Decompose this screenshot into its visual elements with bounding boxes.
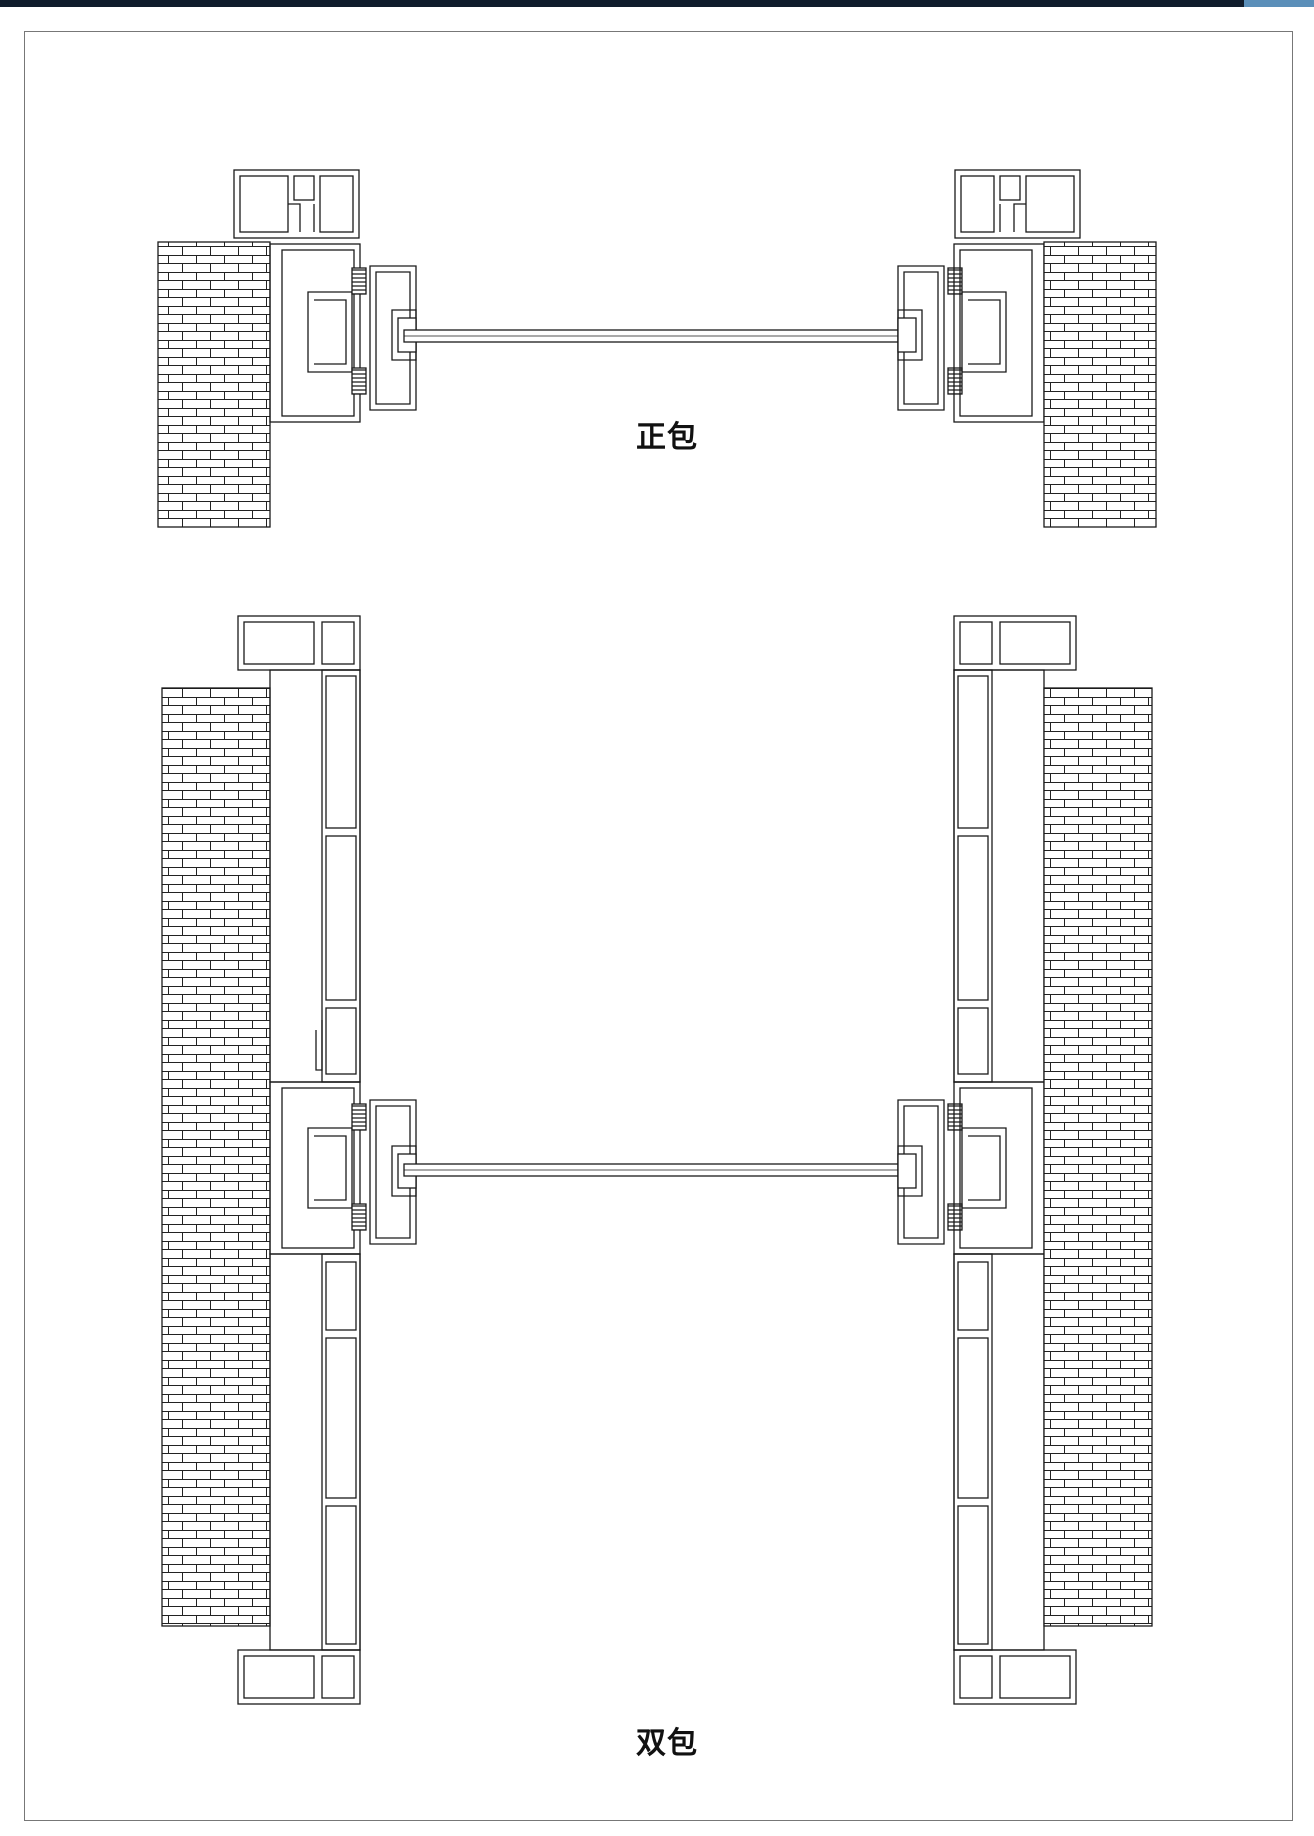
right-brick-wall-top	[1043, 241, 1157, 528]
right-bottom-cover	[953, 1649, 1077, 1705]
right-sash-top	[897, 265, 945, 411]
right-brick-wall-bottom	[1043, 687, 1153, 1627]
right-brush-lower-bottom	[947, 1203, 963, 1231]
left-bottom-cover	[237, 1649, 361, 1705]
left-brush-lower-bottom	[351, 1203, 367, 1231]
left-frame-cover-top	[233, 169, 360, 239]
right-lower-trim	[953, 1253, 1045, 1651]
left-lower-trim	[269, 1253, 361, 1651]
left-brick-wall-top	[157, 241, 271, 528]
left-main-frame-top	[269, 243, 361, 423]
double-wrap-label: 双包	[636, 1726, 698, 1761]
left-upper-trim	[269, 669, 361, 1083]
left-brush-upper-bottom	[351, 1103, 367, 1131]
right-brush-lower-top	[947, 367, 963, 395]
header-accent	[1244, 0, 1314, 7]
single-wrap-label: 正包	[636, 420, 698, 455]
header-bar	[0, 0, 1314, 7]
right-main-frame-bottom	[953, 1081, 1045, 1255]
left-brush-lower-top	[351, 367, 367, 395]
right-brush-upper-bottom	[947, 1103, 963, 1131]
left-sash-top	[369, 265, 417, 411]
left-brick-wall-bottom	[161, 687, 271, 1627]
page-border	[24, 31, 1293, 1821]
right-frame-cover-top	[954, 169, 1081, 239]
right-brush-upper-top	[947, 267, 963, 295]
left-sash-bottom	[369, 1099, 417, 1245]
left-top-cover	[237, 615, 361, 671]
right-upper-trim	[953, 669, 1045, 1083]
double-wrap-detail	[161, 615, 1153, 1705]
right-top-cover	[953, 615, 1077, 671]
right-main-frame-top	[953, 243, 1045, 423]
left-brush-upper-top	[351, 267, 367, 295]
single-wrap-detail	[157, 169, 1157, 528]
